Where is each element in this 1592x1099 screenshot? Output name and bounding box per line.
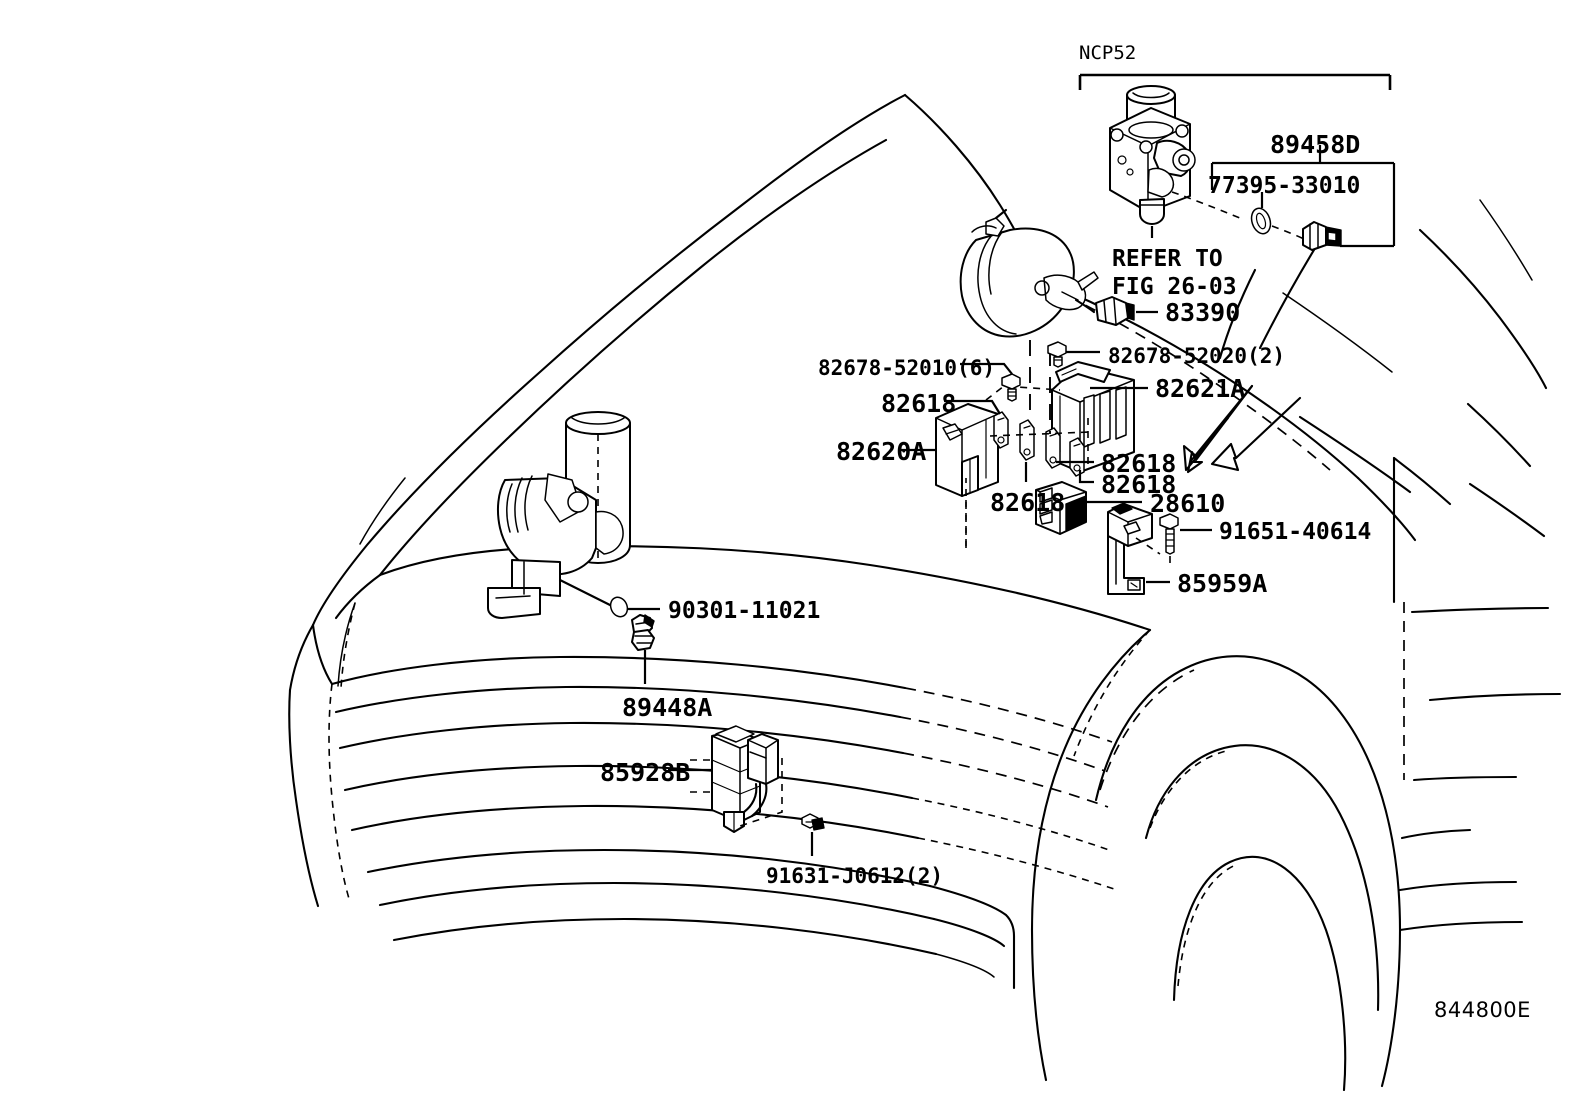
grommet-90301 bbox=[609, 596, 629, 618]
washer-motor-89448A bbox=[631, 614, 655, 651]
group-label-ncp52: NCP52 bbox=[1079, 42, 1137, 64]
fuse-box-85928B bbox=[690, 725, 783, 833]
relay-28610 bbox=[1035, 481, 1087, 535]
bolt-82678-52020 bbox=[1047, 341, 1067, 368]
callout-83390: 83390 bbox=[1165, 298, 1241, 327]
note-refer-to: REFER TO bbox=[1112, 246, 1223, 272]
callout-85959a: 85959A bbox=[1177, 569, 1268, 598]
callout-28610: 28610 bbox=[1150, 489, 1226, 518]
booster-canister bbox=[959, 208, 1099, 338]
view-direction-arrow bbox=[1182, 384, 1302, 474]
callout-82678-52020: 82678-52020(2) bbox=[1108, 344, 1286, 368]
vehicle-body-outline bbox=[288, 93, 1562, 1092]
callout-82618-top: 82618 bbox=[881, 389, 957, 418]
note-fig-26-03: FIG 26-03 bbox=[1112, 274, 1237, 300]
screw-91631 bbox=[801, 813, 825, 856]
callout-89448a: 89448A bbox=[622, 693, 713, 722]
washer-reservoir-assembly bbox=[487, 411, 631, 619]
callout-89458d: 89458D bbox=[1270, 130, 1361, 159]
pressure-switch-89458D bbox=[1302, 221, 1342, 251]
callout-82618-bottom: 82618 bbox=[990, 488, 1066, 517]
relay-block-82620A bbox=[935, 403, 999, 548]
leader-lines bbox=[628, 73, 1396, 772]
callout-85928b: 85928B bbox=[600, 758, 691, 787]
figure-code: 844800E bbox=[1434, 998, 1531, 1022]
callout-91651-40614: 91651-40614 bbox=[1219, 519, 1372, 545]
horn-bracket-85959A bbox=[1107, 502, 1161, 595]
abs-actuator-assembly bbox=[1109, 85, 1241, 225]
callout-82621a: 82621A bbox=[1155, 374, 1246, 403]
callout-82678-52010: 82678-52010(6) bbox=[818, 356, 996, 380]
callout-90301-11021: 90301-11021 bbox=[668, 598, 821, 624]
callout-77395-33010: 77395-33010 bbox=[1208, 173, 1361, 199]
callout-91631-j0612: 91631-J0612(2) bbox=[766, 864, 944, 888]
callout-82620a: 82620A bbox=[836, 437, 927, 466]
bolt-91651-40614 bbox=[1159, 513, 1179, 568]
callout-82618-right-lower: 82618 bbox=[1101, 470, 1177, 499]
terminal-set-82618 bbox=[965, 340, 1091, 548]
o-ring-77395 bbox=[1250, 207, 1307, 241]
sensor-83390-part bbox=[1095, 296, 1135, 326]
callout-82618-right-upper: 82618 bbox=[1101, 449, 1177, 478]
bolt-82678-52010 bbox=[1001, 373, 1021, 402]
